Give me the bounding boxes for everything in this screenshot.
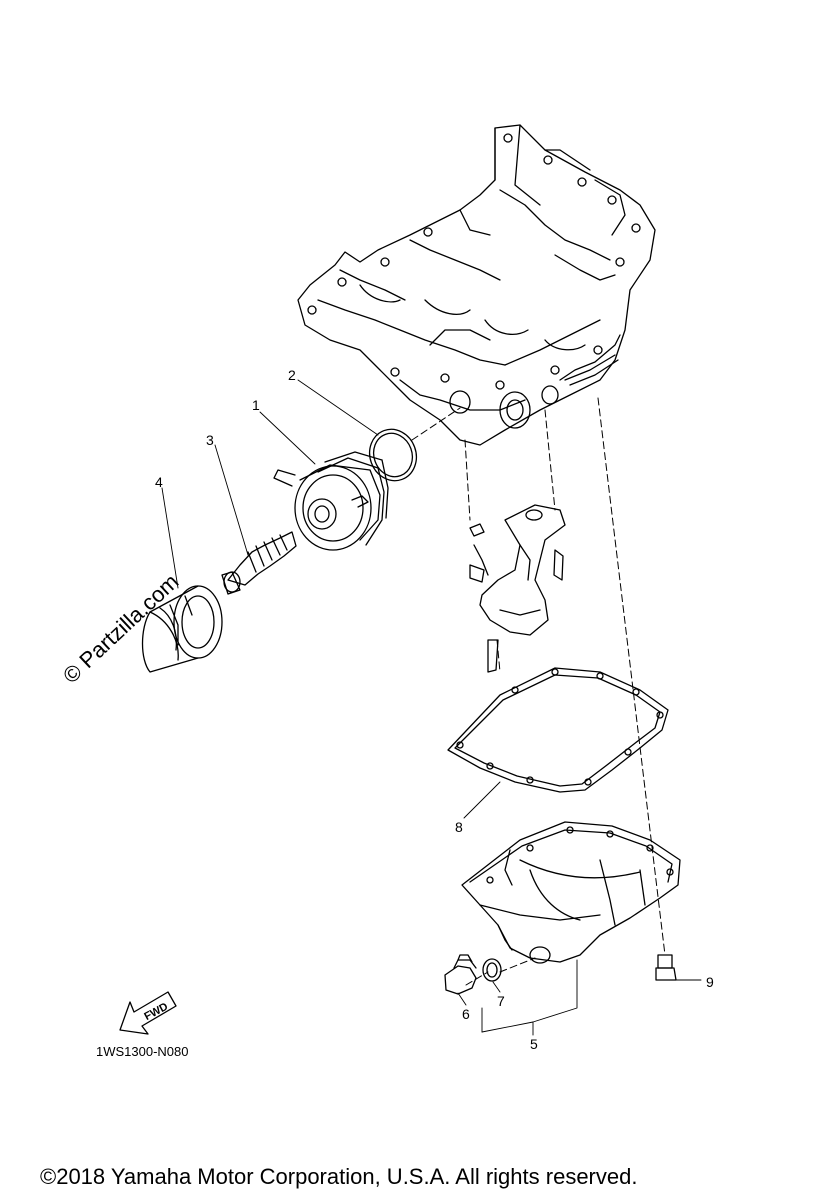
pan-bolt-drawing [655,954,677,981]
callout-8: 8 [455,819,463,835]
oil-pan-drawing [461,821,681,964]
callout-2: 2 [288,367,296,383]
callout-7: 7 [497,993,505,1009]
callout-5: 5 [530,1036,538,1052]
oil-strainer-drawing [469,504,566,673]
callout-6: 6 [462,1006,470,1022]
alignment-lines [411,397,666,986]
callout-1: 1 [252,397,260,413]
o-ring-drawing [368,428,418,482]
copyright-notice: ©2018 Yamaha Motor Corporation, U.S.A. A… [40,1164,638,1189]
oil-cooler-drawing [273,451,389,551]
leader-lines [161,379,702,1036]
crankcase-drawing [297,124,656,446]
drain-bolt-drawing [444,954,477,995]
oil-pan-gasket-drawing [447,667,669,793]
diagram-code: 1WS1300-N080 [96,1044,189,1059]
callout-9: 9 [706,974,714,990]
callout-3: 3 [206,432,214,448]
gasket-washer-drawing [482,958,502,982]
oil-filter-drawing [141,585,223,673]
union-bolt-drawing [221,531,297,595]
callout-4: 4 [155,474,163,490]
forward-arrow-icon [119,991,177,1035]
